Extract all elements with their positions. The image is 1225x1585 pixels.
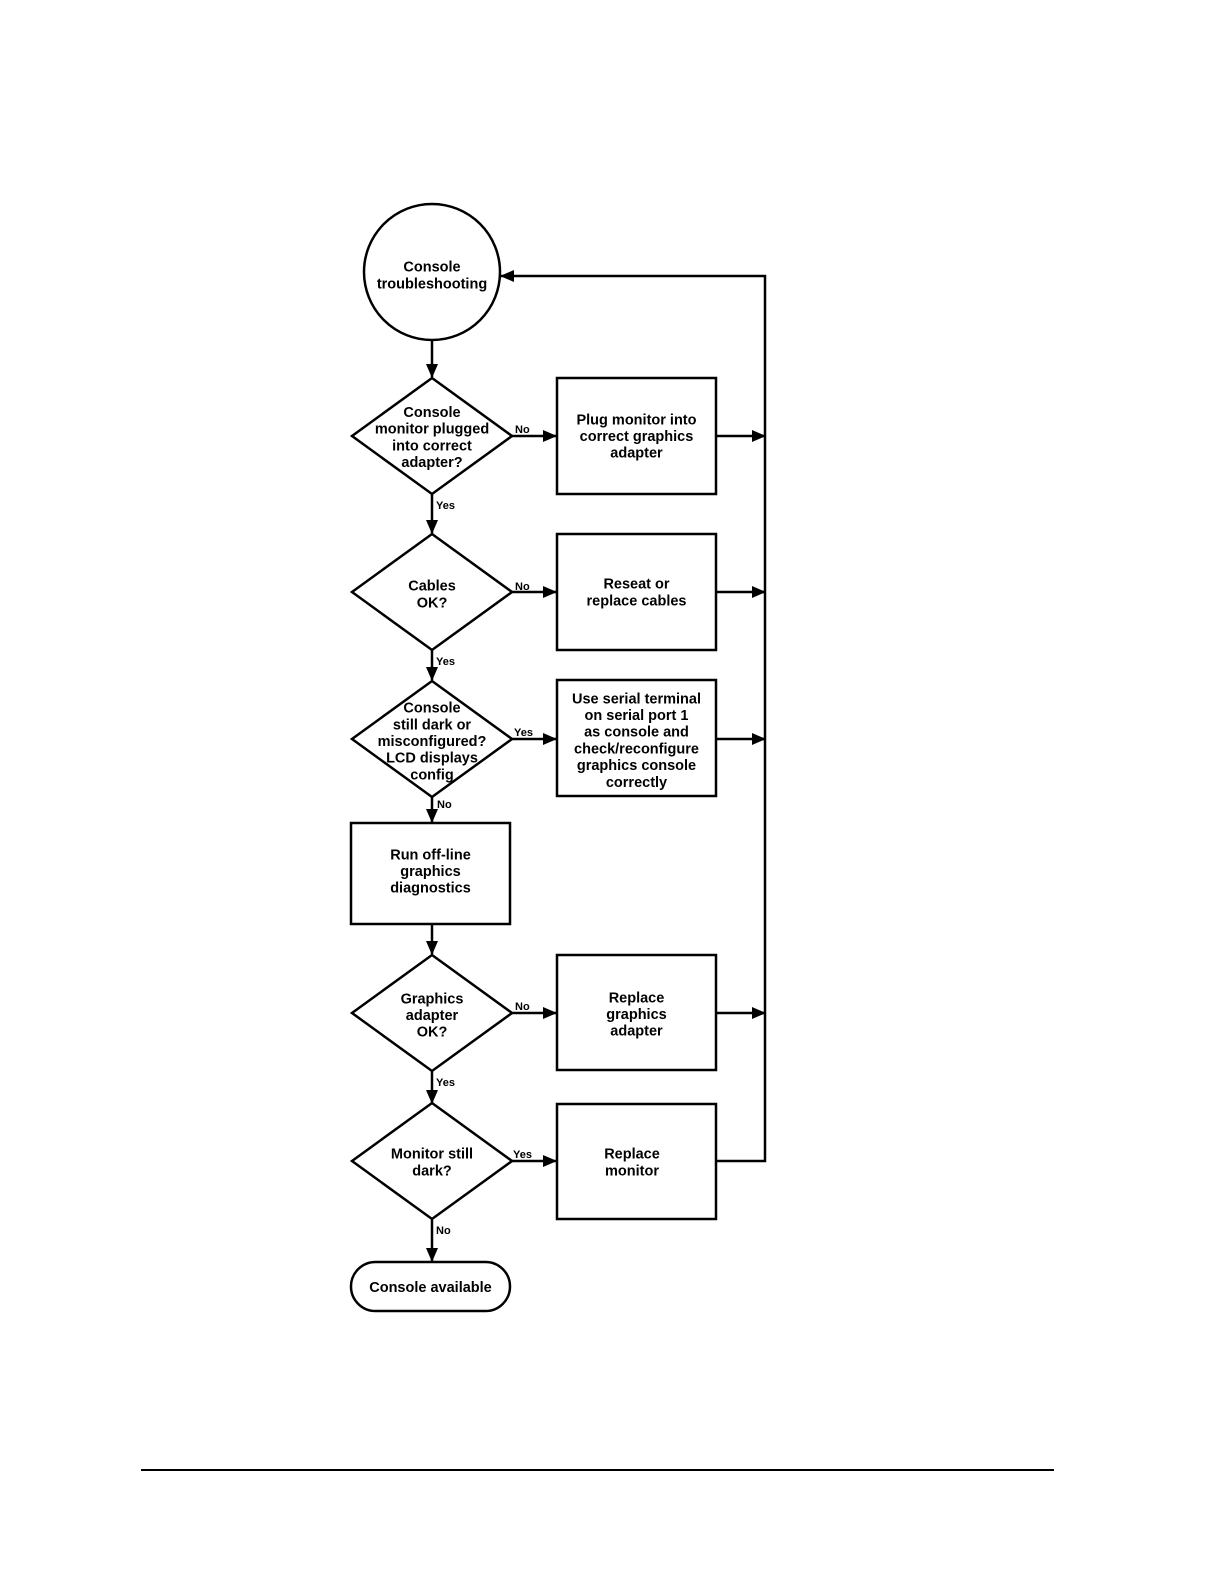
node-text-line: Console available xyxy=(369,1280,492,1296)
connector-label-no: No xyxy=(515,1001,530,1013)
node-end: Console available xyxy=(349,1260,512,1313)
connector-replace-monitor-return xyxy=(500,270,767,1163)
node-text-line: Graphics xyxy=(401,991,464,1007)
node-text-line: Use serial terminal xyxy=(572,691,701,707)
node-text-line: diagnostics xyxy=(390,881,471,897)
decision-diamond xyxy=(349,953,515,1073)
node-text-line: LCD displays xyxy=(386,751,478,767)
node-text-line: still dark or xyxy=(393,717,472,733)
node-text-line: Plug monitor into xyxy=(576,412,696,428)
footer-rule xyxy=(141,1469,1054,1471)
node-text-line: Replace xyxy=(609,990,665,1006)
node-text-line: adapter xyxy=(610,1024,663,1040)
node-text-line: Console xyxy=(403,701,460,717)
node-text-line: Console xyxy=(403,405,460,421)
node-text-line: misconfigured? xyxy=(378,734,487,750)
node-text-line: adapter? xyxy=(401,455,462,471)
connectors-layer xyxy=(426,270,767,1262)
node-text-line: monitor xyxy=(605,1163,659,1179)
decision-diamond xyxy=(349,376,515,496)
node-text-line: troubleshooting xyxy=(377,276,487,292)
node-text-line: OK? xyxy=(417,1025,448,1041)
process-box xyxy=(555,953,718,1072)
start-circle xyxy=(362,202,502,342)
node-text-line: adapter xyxy=(610,446,663,462)
process-box xyxy=(555,376,718,496)
terminal-pill xyxy=(349,1260,512,1313)
node-text-line: check/reconfigure xyxy=(574,741,699,757)
node-text-line: adapter xyxy=(406,1008,459,1024)
connector-label-no: No xyxy=(515,581,530,593)
node-text-line: Monitor still xyxy=(391,1147,473,1163)
connector-label-yes: Yes xyxy=(436,656,455,668)
node-text-line: OK? xyxy=(417,595,448,611)
node-text-line: replace cables xyxy=(587,593,687,609)
connector-label-yes: Yes xyxy=(513,1149,532,1161)
process-box xyxy=(349,821,512,926)
decision-diamond xyxy=(349,1101,515,1221)
node-text-line: config xyxy=(410,767,454,783)
node-text-line: correctly xyxy=(606,775,667,791)
connector-label-yes: Yes xyxy=(436,1077,455,1089)
node-text-line: Console xyxy=(403,260,460,276)
node-text-line: as console and xyxy=(584,725,689,741)
connector-label-no: No xyxy=(515,424,530,436)
connector-label-yes: Yes xyxy=(436,500,455,512)
decision-diamond xyxy=(349,679,515,799)
decision-diamond xyxy=(349,532,515,652)
node-text-line: Run off-line xyxy=(390,847,471,863)
connector-label-yes: Yes xyxy=(514,727,533,739)
node-text-line: dark? xyxy=(412,1163,452,1179)
node-text-line: Cables xyxy=(408,579,456,595)
node-text-line: graphics xyxy=(400,864,460,880)
node-text-line: graphics xyxy=(606,1007,666,1023)
node-text-line: into correct xyxy=(392,438,472,454)
connector-label-no: No xyxy=(437,799,452,811)
connector-label-no: No xyxy=(436,1225,451,1237)
node-text-line: monitor plugged xyxy=(375,422,489,438)
node-text-line: on serial port 1 xyxy=(585,708,689,724)
process-box xyxy=(555,532,718,652)
node-text-line: correct graphics xyxy=(580,429,694,445)
node-text-line: Replace xyxy=(604,1147,660,1163)
node-text-line: Reseat or xyxy=(603,577,669,593)
process-box xyxy=(555,1102,718,1221)
process-box xyxy=(555,678,718,798)
node-text-line: graphics console xyxy=(577,758,696,774)
